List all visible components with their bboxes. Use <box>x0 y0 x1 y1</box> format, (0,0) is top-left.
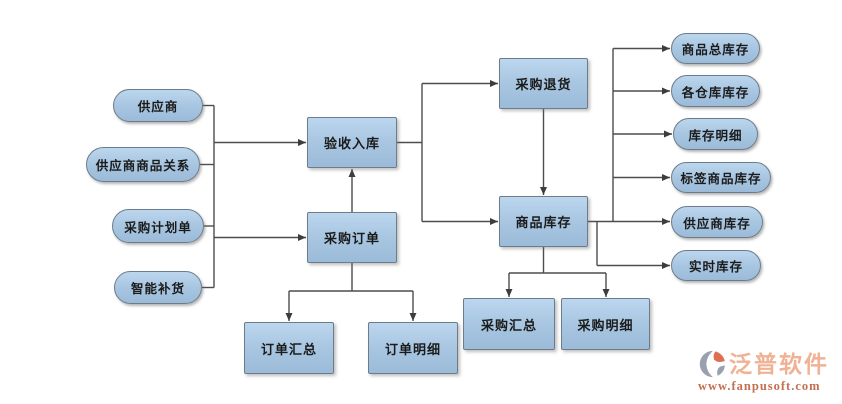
node-supplier-product-relation: 供应商商品关系 <box>86 147 200 182</box>
node-purchase-order: 采购订单 <box>307 212 397 263</box>
node-tagged-product-inventory: 标签商品库存 <box>671 162 771 193</box>
node-purchase-detail: 采购明细 <box>561 298 650 350</box>
node-purchase-summary: 采购汇总 <box>463 298 555 350</box>
node-warehouse-inventory: 各仓库库存 <box>671 75 760 107</box>
node-purchase-return: 采购退货 <box>499 58 588 109</box>
node-order-detail: 订单明细 <box>368 322 458 374</box>
node-purchase-plan: 采购计划单 <box>112 209 204 243</box>
node-total-product-inventory: 商品总库存 <box>671 33 760 64</box>
node-supplier: 供应商 <box>113 89 203 122</box>
node-supplier-inventory: 供应商库存 <box>671 206 763 238</box>
brand-name: 泛普软件 <box>729 351 829 377</box>
node-realtime-inventory: 实时库存 <box>671 250 761 281</box>
fanpu-logo-icon <box>699 350 725 378</box>
brand-url: www.fanpusoft.com <box>698 379 821 393</box>
node-order-summary: 订单汇总 <box>244 322 334 374</box>
node-acceptance-inbound: 验收入库 <box>307 117 397 168</box>
node-smart-replenishment: 智能补货 <box>114 271 202 304</box>
node-product-inventory: 商品库存 <box>499 196 588 247</box>
node-inventory-detail: 库存明细 <box>673 118 758 150</box>
brand-logo: 泛普软件 www.fanpusoft.com <box>698 350 840 394</box>
